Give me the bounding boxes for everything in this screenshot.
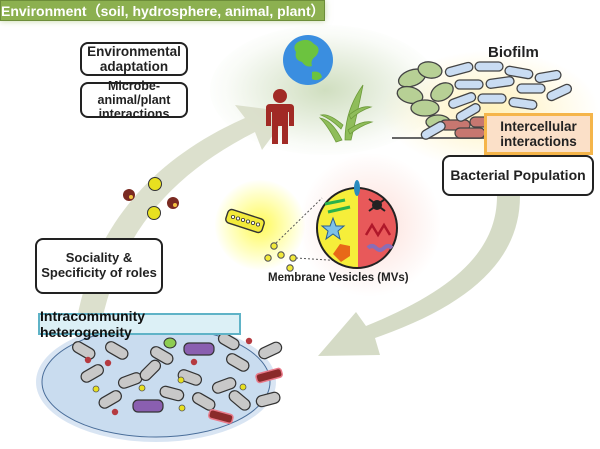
intracommunity-heterogeneity-label: Intracommunity heterogeneity [38,308,241,340]
biofilm-green-cells [396,61,454,130]
sociality-box: Sociality & Specificity of roles [35,238,163,294]
plant-icon [318,84,374,143]
sociality-cells [123,177,179,220]
star-molecule-icon [320,216,346,241]
membrane-protein-icon [354,180,360,196]
skull-toxin-icon [368,198,386,212]
environmental-adaptation-box: Environmental adaptation [80,42,188,76]
cycle-arrow-right [318,196,520,356]
bacterial-population-box: Bacterial Population [442,155,594,196]
membrane-vesicles-caption: Membrane Vesicles (MVs) [268,272,409,284]
community-special-cells [132,337,215,413]
intercellular-interactions-box: Intercellular interactions [484,113,593,155]
protein-chain-icon [366,244,394,252]
community-bacteria [72,332,283,411]
biofilm-blue-cells [420,61,573,140]
dna-fragment-icon [324,198,351,214]
community-ellipse [36,322,276,442]
biofilm-title: Biofilm [488,44,539,61]
environment-banner: Environment（soil, hydrosphere, animal, p… [0,0,325,21]
vesicle-enlarged-diagram [316,180,398,269]
microbe-interactions-box: Microbe-animal/plant interactions [80,79,188,121]
vesicle-cargo-bubble-icon [225,208,265,234]
rna-helix-icon [364,222,392,238]
membrane-vesicles [264,242,297,272]
lysed-cells [208,367,283,425]
human-icon [266,89,294,144]
globe-icon [283,35,333,85]
cycle-arrow-left [75,105,290,330]
zoom-line-top [275,197,323,244]
community-molecules [84,337,253,416]
pentagon-molecule-icon [333,244,350,262]
